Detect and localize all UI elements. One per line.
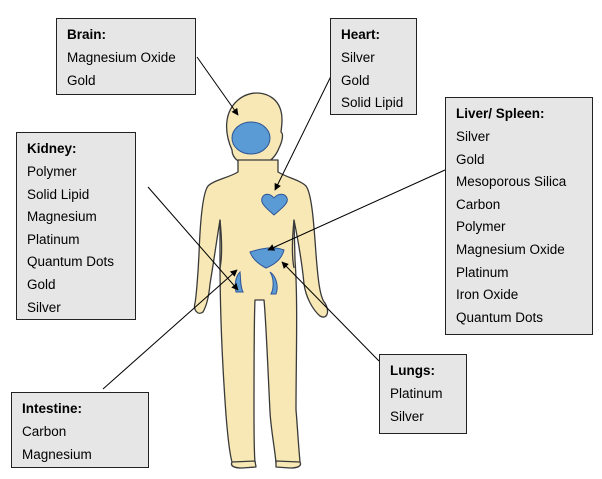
heart-item: Solid Lipid — [341, 95, 404, 111]
liver-spleen-label-box: Liver/ Spleen: Silver Gold Mesoporous Si… — [445, 97, 593, 335]
intestine-arrow — [102, 269, 238, 390]
brain-label-box: Brain: Magnesium Oxide Gold — [56, 18, 196, 95]
liver-spleen-item: Platinum — [456, 264, 509, 280]
heart-item: Gold — [341, 72, 370, 88]
lungs-title: Lungs: — [390, 363, 435, 378]
kidney-title: Kidney: — [27, 141, 77, 156]
kidney-arrow — [147, 186, 239, 291]
heart-label-box: Heart: Silver Gold Solid Lipid — [330, 18, 417, 115]
kidney-item: Magnesium — [27, 209, 97, 225]
kidney-item: Gold — [27, 276, 56, 292]
kidney-right-organ — [269, 271, 278, 295]
intestine-label-box: Intestine: Carbon Magnesium — [11, 392, 149, 468]
kidney-item: Solid Lipid — [27, 186, 90, 202]
brain-arrow — [196, 56, 239, 116]
brain-title: Brain: — [67, 27, 107, 42]
heart-item: Silver — [341, 50, 375, 65]
lungs-label-box: Lungs: Platinum Silver — [379, 354, 467, 434]
organs — [231, 121, 288, 295]
liver-spleen-item: Polymer — [456, 219, 506, 235]
liver-spleen-item: Carbon — [456, 196, 501, 212]
intestine-item: Magnesium — [22, 446, 92, 462]
liver-spleen-item: Magnesium Oxide — [456, 241, 565, 257]
arrows — [102, 56, 446, 390]
liver-spleen-item: Quantum Dots — [456, 309, 544, 325]
kidney-item: Platinum — [27, 231, 80, 247]
kidney-item: Quantum Dots — [27, 254, 115, 270]
liver-spleen-item: Mesoporous Silica — [456, 174, 567, 190]
kidney-item: Silver — [27, 299, 61, 315]
lungs-item: Silver — [390, 408, 424, 424]
intestine-title: Intestine: — [22, 401, 83, 416]
brain-item: Magnesium Oxide — [67, 50, 176, 65]
lungs-arrow — [281, 261, 380, 362]
kidney-label-box: Kidney: Polymer Solid Lipid Magnesium Pl… — [16, 132, 136, 320]
liver-spleen-item: Iron Oxide — [456, 287, 519, 303]
kidney-item: Polymer — [27, 164, 77, 179]
intestine-item: Carbon — [22, 424, 67, 439]
liver-spleen-title: Liver/ Spleen: — [456, 106, 545, 121]
brain-organ — [231, 121, 271, 155]
liver-spleen-item: Silver — [456, 129, 490, 144]
heart-organ — [261, 193, 288, 216]
lungs-item: Platinum — [390, 386, 443, 401]
brain-item: Gold — [67, 72, 96, 88]
heart-title: Heart: — [341, 27, 381, 42]
heart-arrow — [274, 69, 335, 191]
liver-arrow — [267, 169, 446, 251]
liver-spleen-item: Gold — [456, 151, 485, 167]
